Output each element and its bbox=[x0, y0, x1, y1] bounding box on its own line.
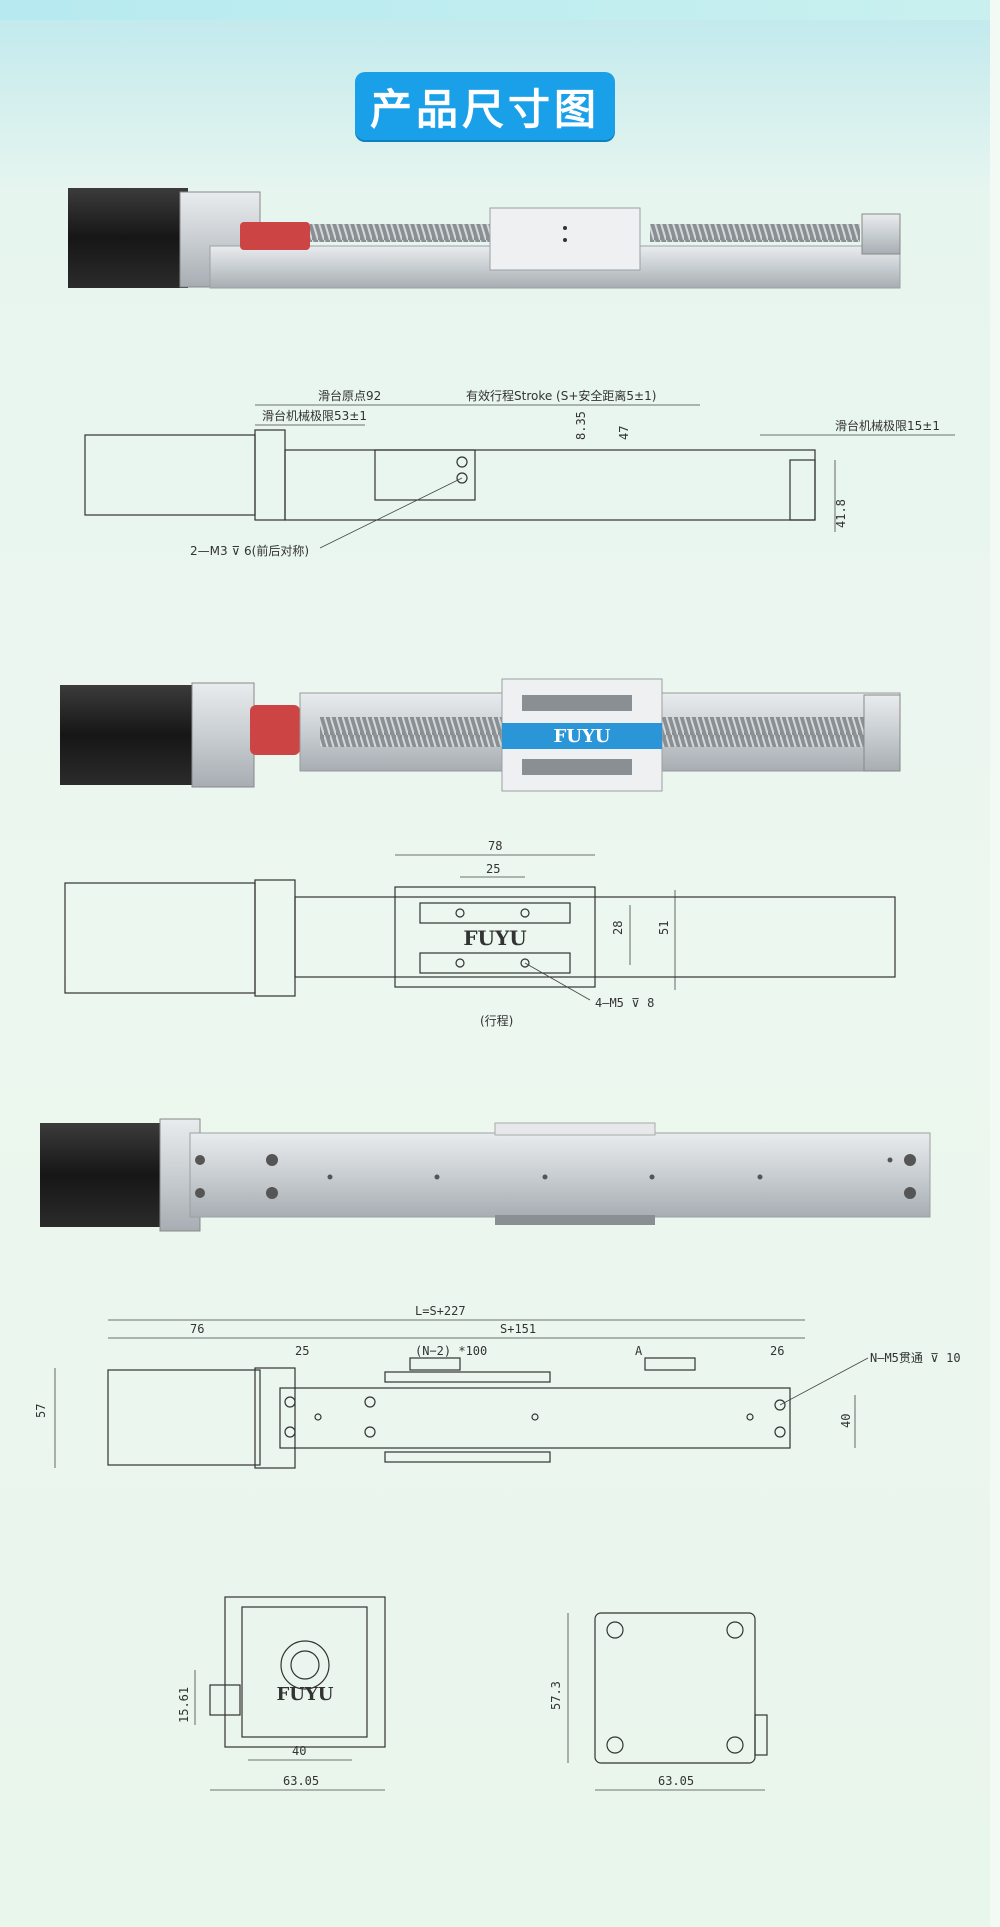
brand-label-drawing: FUYU bbox=[463, 926, 526, 950]
dim-slider-origin: 滑台原点92 bbox=[318, 388, 381, 403]
dim-a: A bbox=[635, 1344, 643, 1358]
ball-screw-left bbox=[310, 224, 490, 242]
dim-76: 76 bbox=[190, 1322, 204, 1336]
dim-total-length: L=S+227 bbox=[415, 1304, 466, 1318]
dimension-drawing-end-slider: FUYU 15.61 40 63.05 bbox=[177, 1596, 386, 1791]
dim-63-05-motor: 63.05 bbox=[658, 1774, 694, 1788]
top-banner-strip bbox=[0, 0, 1000, 20]
dim-mech-limit-right: 滑台机械极限15±1 bbox=[835, 418, 940, 433]
screw-note-m5: 4—M5 ⊽ 8 bbox=[595, 996, 654, 1010]
slider-end-outline bbox=[224, 1596, 386, 1748]
dim-47: 47 bbox=[617, 426, 631, 440]
dim-40: 40 bbox=[839, 1414, 853, 1428]
rail-bottom-face bbox=[189, 1132, 931, 1218]
motor-outline-bottom bbox=[107, 1369, 261, 1466]
dim-28: 28 bbox=[611, 921, 625, 935]
dim-25: 25 bbox=[486, 862, 500, 876]
motor-outline-top bbox=[64, 882, 256, 994]
dim-51: 51 bbox=[657, 921, 671, 935]
dim-57-3: 57.3 bbox=[549, 1681, 563, 1710]
dim-15-61: 15.61 bbox=[177, 1687, 191, 1723]
rail-outline-bottom bbox=[279, 1387, 791, 1449]
dim-n2-spacing: (N−2) *100 bbox=[415, 1344, 487, 1358]
screw-note-through: N—M5贯通 ⊽ 10 bbox=[870, 1351, 961, 1365]
product-photo-top-view: FUYU bbox=[60, 678, 901, 792]
dimension-drawing-top: 78 25 28 51 FUYU 4—M5 ⊽ 8 (行程) bbox=[64, 839, 896, 1028]
dimension-drawing-motor-end: 57.3 63.05 bbox=[549, 1612, 768, 1791]
section-title: 产品尺寸图 bbox=[369, 84, 600, 134]
rail-outline bbox=[284, 449, 816, 521]
product-photo-bottom-view bbox=[40, 1118, 931, 1232]
dimension-drawing-side: 滑台原点92 滑台机械极限53±1 有效行程Stroke (S+安全距离5±1)… bbox=[84, 388, 955, 558]
dim-63-05-end: 63.05 bbox=[283, 1774, 319, 1788]
slider-carriage bbox=[489, 207, 641, 271]
end-cap bbox=[861, 213, 901, 255]
motor-outline bbox=[84, 434, 256, 516]
dim-mech-limit-left: 滑台机械极限53±1 bbox=[262, 408, 367, 423]
motor-flange-outline bbox=[594, 1612, 756, 1764]
dimension-drawing-bottom: L=S+227 76 S+151 25 (N−2) *100 A 26 N—M5… bbox=[34, 1304, 961, 1469]
dim-78: 78 bbox=[488, 839, 502, 853]
slider-outline-top bbox=[394, 886, 596, 988]
coupling bbox=[240, 222, 310, 250]
brand-stripe bbox=[502, 723, 662, 749]
section-title-badge: 产品尺寸图 bbox=[355, 72, 615, 140]
travel-note: (行程) bbox=[480, 1013, 513, 1028]
brand-label-end: FUYU bbox=[276, 1684, 333, 1705]
slider-outline bbox=[374, 449, 476, 501]
dim-41-8: 41.8 bbox=[834, 499, 848, 528]
stepper-motor bbox=[68, 188, 188, 288]
dim-25-bottom: 25 bbox=[295, 1344, 309, 1358]
dim-8-35: 8.35 bbox=[574, 411, 588, 440]
brand-label-photo: FUYU bbox=[553, 726, 610, 747]
screw-note-m3: 2—M3 ⊽ 6(前后对称) bbox=[190, 543, 309, 558]
product-photo-side-view bbox=[68, 188, 901, 289]
dim-26: 26 bbox=[770, 1344, 784, 1358]
dim-40-end: 40 bbox=[292, 1744, 306, 1758]
dim-stroke: 有效行程Stroke (S+安全距离5±1) bbox=[466, 388, 656, 403]
dim-57: 57 bbox=[34, 1404, 48, 1418]
dim-s151: S+151 bbox=[500, 1322, 536, 1336]
right-edge-strip bbox=[990, 0, 1000, 1927]
ball-screw-right bbox=[650, 224, 860, 242]
